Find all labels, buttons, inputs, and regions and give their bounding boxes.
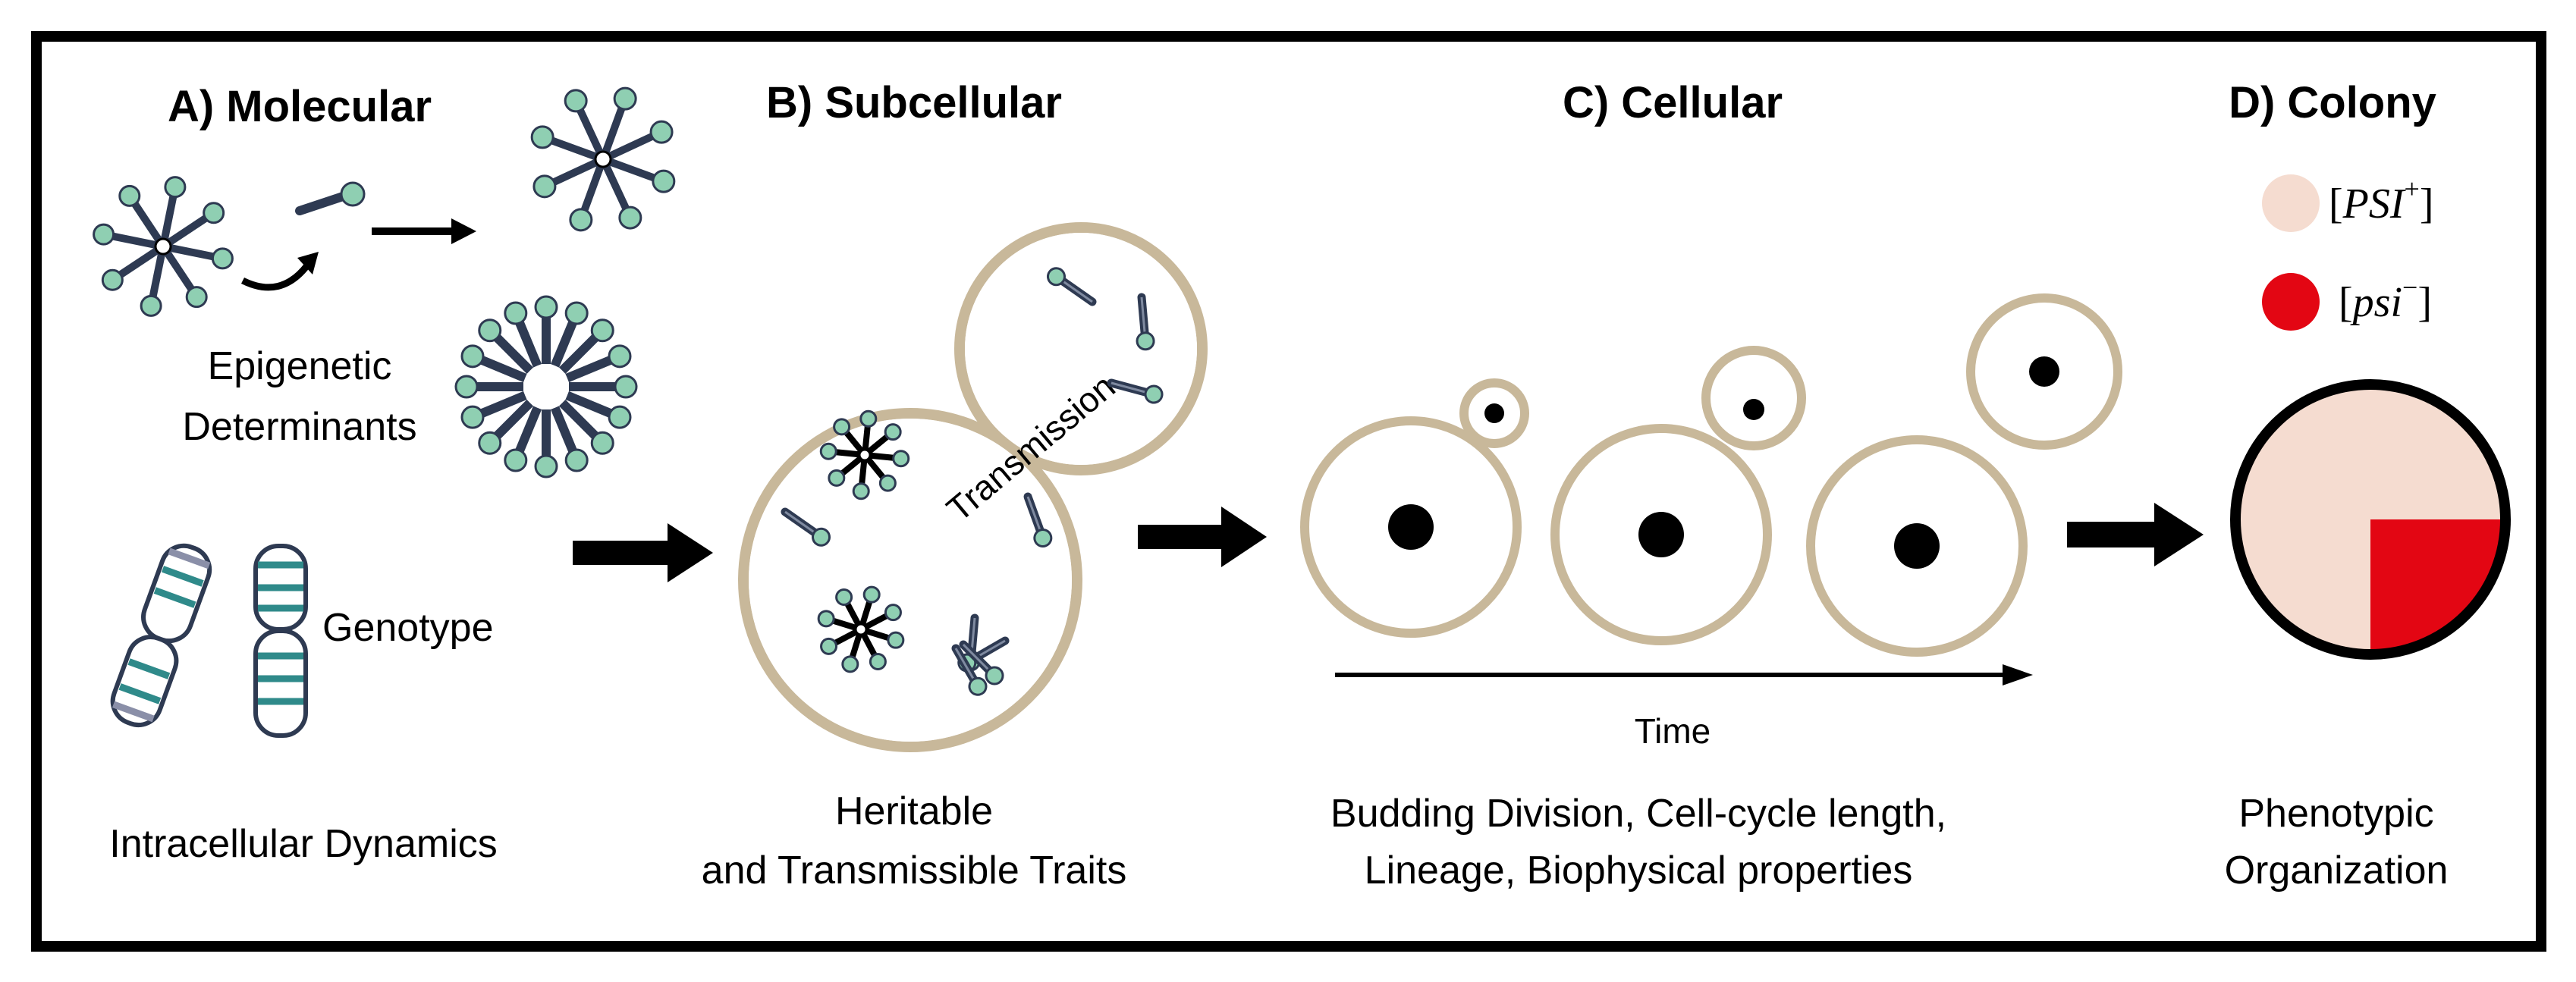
yeast-cell-3 <box>1806 293 2122 657</box>
arrow-c-to-d-icon <box>2067 503 2204 566</box>
micelle-core <box>523 364 569 409</box>
prion-aggregate-small <box>93 176 234 317</box>
budding-cell <box>738 222 1208 752</box>
micelle-head <box>504 448 528 472</box>
psi-minus-swatch <box>2262 273 2320 331</box>
aggregate-head <box>618 205 642 230</box>
aggregate-head <box>859 409 878 428</box>
arrow-b-to-c-icon <box>1138 507 1267 567</box>
aggregate-head <box>878 474 897 492</box>
micelle-head <box>608 344 632 369</box>
panel-title-cellular: C) Cellular <box>1563 78 1783 127</box>
aggregate-head <box>884 423 902 441</box>
panel-title-subcellular: B) Subcellular <box>766 78 1062 127</box>
time-axis-arrow <box>1335 664 2033 686</box>
aggregate-head <box>869 652 887 670</box>
micelle-head <box>614 375 638 399</box>
micelle-head <box>590 318 614 343</box>
aggregate-head <box>185 286 208 309</box>
aggregate-core <box>594 150 612 168</box>
aggregate-head <box>828 469 846 487</box>
aggregate-head <box>835 588 853 607</box>
psi-minus-sector <box>2370 519 2505 654</box>
aggregate-head <box>530 125 554 149</box>
aggregate-core <box>858 448 872 462</box>
legend-psi-plus: [PSI+] <box>2262 174 2433 232</box>
micelle-head <box>460 405 485 429</box>
micelle-head <box>534 295 558 319</box>
micelle-head <box>564 448 589 472</box>
aggregate-head <box>833 418 851 436</box>
label-epigenetic: Epigenetic <box>208 344 392 388</box>
aggregate-core <box>154 237 172 256</box>
chromosome-tilted-icon <box>110 543 212 727</box>
prion-aggregate-grown <box>530 86 676 232</box>
aggregate-core <box>854 623 868 636</box>
aggregate-head <box>532 174 557 199</box>
label-determinants: Determinants <box>182 405 416 449</box>
aggregate-head <box>862 585 881 604</box>
aggregate-head <box>819 442 837 460</box>
arrow-right-icon <box>372 218 476 244</box>
caption-intracellular-dynamics: Intracellular Dynamics <box>109 822 498 866</box>
prion-monomer <box>295 181 366 215</box>
aggregate-head <box>652 169 676 193</box>
label-genotype: Genotype <box>322 606 494 650</box>
aggregate-head <box>140 294 162 317</box>
aggregate-head <box>820 637 838 655</box>
micelle-head <box>460 344 485 369</box>
caption-heritable: Heritable <box>835 789 993 833</box>
micelle-head <box>454 375 479 399</box>
aggregate-head <box>203 202 225 224</box>
prion-aggregate <box>817 585 905 673</box>
micelle-head <box>534 454 558 478</box>
aggregate-head <box>569 208 593 232</box>
caption-organization: Organization <box>2225 849 2449 893</box>
aggregate-head <box>649 120 674 144</box>
psi-plus-swatch <box>2262 174 2320 232</box>
psi-plus-label: [PSI+] <box>2329 174 2433 227</box>
micelle-head <box>564 301 589 325</box>
panel-title-colony: D) Colony <box>2229 78 2436 127</box>
figure-border <box>31 31 2546 952</box>
micelle-head <box>478 318 502 343</box>
aggregate-head <box>884 604 902 622</box>
aggregate-head <box>817 610 835 628</box>
aggregate-head <box>211 247 234 270</box>
aggregate-head <box>564 89 588 113</box>
caption-transmissible-traits: and Transmissible Traits <box>702 849 1127 893</box>
psi-minus-label: [psi−] <box>2339 272 2432 326</box>
curved-arrow-icon <box>240 252 319 291</box>
label-time: Time <box>1635 711 1711 751</box>
micelle-head <box>504 301 528 325</box>
aggregate-head <box>93 223 115 246</box>
micelle-head <box>608 405 632 429</box>
aggregate-head <box>852 482 870 500</box>
caption-phenotypic: Phenotypic <box>2238 792 2433 836</box>
prion-aggregate <box>819 409 910 500</box>
yeast-cell-1 <box>1300 378 1529 638</box>
legend-psi-minus: [psi−] <box>2262 272 2432 331</box>
colony-pie <box>2230 379 2511 660</box>
aggregate-head <box>841 655 859 673</box>
aggregate-head <box>613 86 637 111</box>
aggregate-head <box>118 184 141 207</box>
aggregate-head <box>101 268 124 291</box>
chromosome-upright-icon <box>253 544 308 738</box>
aggregate-head <box>892 450 910 468</box>
caption-lineage: Lineage, Biophysical properties <box>1365 849 1913 893</box>
aggregate-head <box>887 631 905 649</box>
caption-budding-division: Budding Division, Cell-cycle length, <box>1330 792 1946 836</box>
micelle-head <box>478 431 502 455</box>
arrow-a-to-b-icon <box>573 523 713 582</box>
prion-amyloid-cluster <box>454 295 638 478</box>
micelle-head <box>590 431 614 455</box>
aggregate-head <box>164 176 187 199</box>
panel-title-molecular: A) Molecular <box>168 82 432 131</box>
yeast-cell-2 <box>1550 346 1806 645</box>
